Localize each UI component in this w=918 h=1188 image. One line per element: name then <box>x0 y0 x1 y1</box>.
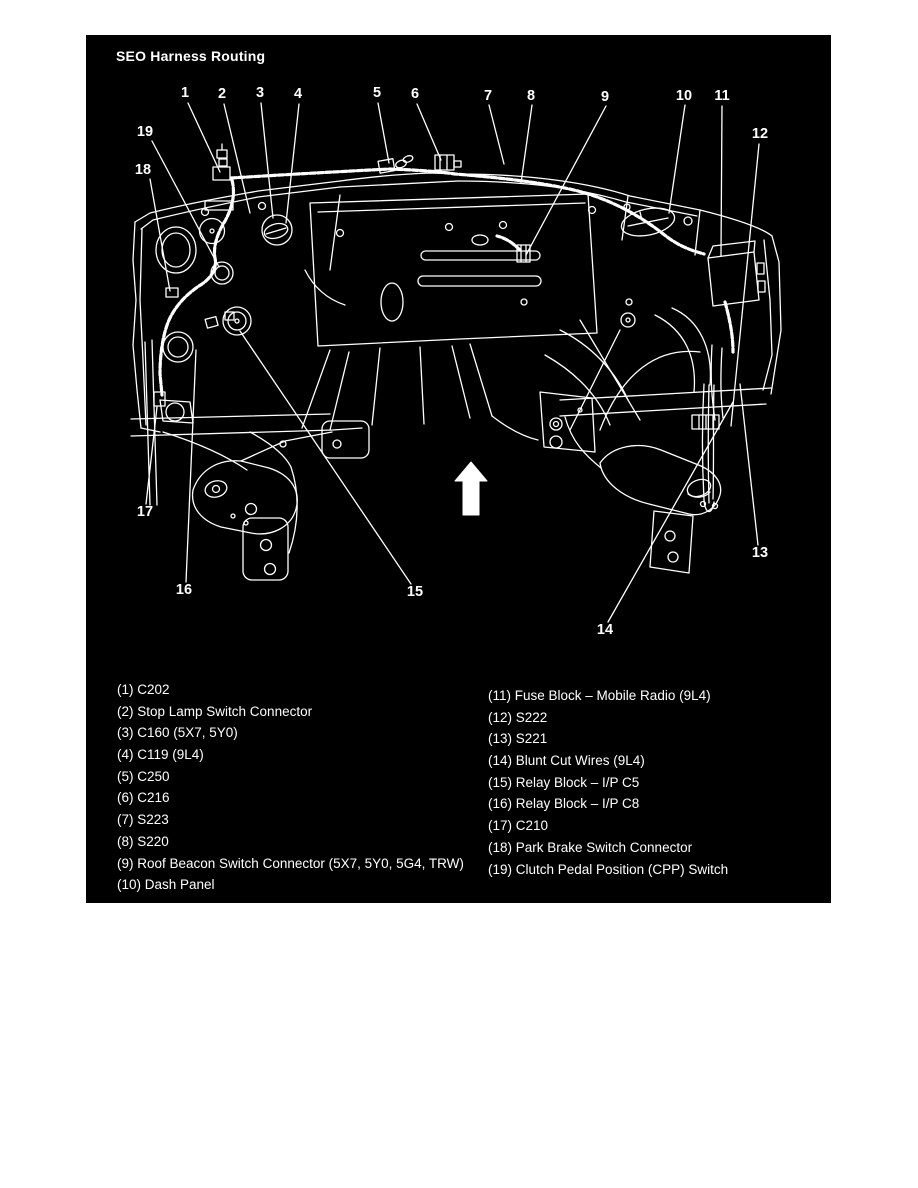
legend-item-11: (11) Fuse Block – Mobile Radio (9L4) <box>488 688 711 703</box>
callout-number-1: 1 <box>181 85 189 101</box>
legend-item-19: (19) Clutch Pedal Position (CPP) Switch <box>488 861 729 877</box>
legend-item-15: (15) Relay Block – I/P C5 <box>488 774 640 790</box>
legend-item-7: (7) S223 <box>117 812 169 828</box>
legend-item-6: (6) C216 <box>117 790 170 806</box>
callout-leader-9 <box>525 105 607 256</box>
legend-item-17: (17) C210 <box>488 818 549 834</box>
legend-item-16: (16) Relay Block – I/P C8 <box>488 796 640 812</box>
seo-harness-routing-figure: SEO Harness Routing <box>86 35 831 903</box>
callout-number-17: 17 <box>137 504 153 520</box>
legend-item-13: (13) S221 <box>488 731 548 747</box>
callout-leader-10 <box>668 104 686 214</box>
tunnel-braces <box>301 194 539 441</box>
legend-item-1: (1) C202 <box>117 682 170 697</box>
callout-leader-16 <box>185 349 197 583</box>
callout-number-11: 11 <box>714 88 729 104</box>
legend-item-18: (18) Park Brake Switch Connector <box>488 839 693 855</box>
legend-item-3: (3) C160 (5X7, 5Y0) <box>117 725 238 741</box>
dash-recess <box>309 193 598 347</box>
callout-leader-7 <box>488 104 505 165</box>
right-panel-details <box>544 207 766 431</box>
callout-number-19: 19 <box>137 124 153 140</box>
callout-leader-13 <box>739 383 759 546</box>
legend-item-5: (5) C250 <box>117 768 170 784</box>
callout-leader-4 <box>285 103 300 224</box>
grommet-rings <box>155 214 293 424</box>
frame-crossmember <box>130 387 772 554</box>
harness-conduit <box>158 167 735 397</box>
legend-item-10: (10) Dash Panel <box>117 877 215 893</box>
callout-leader-8 <box>520 104 533 184</box>
legend-item-4: (4) C119 (9L4) <box>117 747 204 763</box>
legend-item-14: (14) Blunt Cut Wires (9L4) <box>488 753 645 769</box>
callout-leader-3 <box>260 102 274 219</box>
connector-shapes <box>153 143 531 407</box>
right-frame-bracket <box>564 416 722 574</box>
callout-number-8: 8 <box>527 88 535 104</box>
callout-leader-18 <box>149 178 171 292</box>
callout-number-6: 6 <box>411 86 419 102</box>
callout-leader-11 <box>720 105 723 257</box>
callout-leader-5 <box>377 102 390 164</box>
legend-item-12: (12) S222 <box>488 709 548 725</box>
callout-leader-2 <box>223 103 251 214</box>
callout-number-9: 9 <box>601 89 609 105</box>
callout-number-4: 4 <box>294 86 302 102</box>
callout-leader-14 <box>607 401 734 623</box>
callout-leader-15 <box>239 330 412 585</box>
legend-item-8: (8) S220 <box>117 833 169 849</box>
callout-number-10: 10 <box>676 88 692 104</box>
callout-number-3: 3 <box>256 85 264 101</box>
callout-number-16: 16 <box>176 582 192 598</box>
callout-leader-12 <box>730 143 760 427</box>
legend-item-9: (9) Roof Beacon Switch Connector (5X7, 5… <box>117 855 464 871</box>
callout-number-13: 13 <box>752 545 768 561</box>
callout-number-12: 12 <box>752 126 768 142</box>
callout-number-5: 5 <box>373 85 381 101</box>
up-direction-arrow <box>454 461 488 516</box>
legend-column-left: (1) C202 (2) Stop Lamp Switch Connector (3… <box>117 679 464 896</box>
figure-title: SEO Harness Routing <box>116 48 266 64</box>
callout-leader-17 <box>145 406 158 505</box>
callout-number-18: 18 <box>135 162 151 178</box>
callout-leader-6 <box>416 103 442 161</box>
callout-leader-19 <box>151 140 220 268</box>
left-frame-bracket <box>191 431 333 581</box>
spot-welds <box>200 201 693 449</box>
callout-number-15: 15 <box>407 584 423 600</box>
callout-number-2: 2 <box>218 86 226 102</box>
callout-number-14: 14 <box>597 622 613 638</box>
callout-number-7: 7 <box>484 88 492 104</box>
legend-column-right: (11) Fuse Block – Mobile Radio (9L4) (12)… <box>488 685 728 880</box>
callout-leader-1 <box>187 102 221 173</box>
legend-item-2: (2) Stop Lamp Switch Connector <box>117 703 313 719</box>
